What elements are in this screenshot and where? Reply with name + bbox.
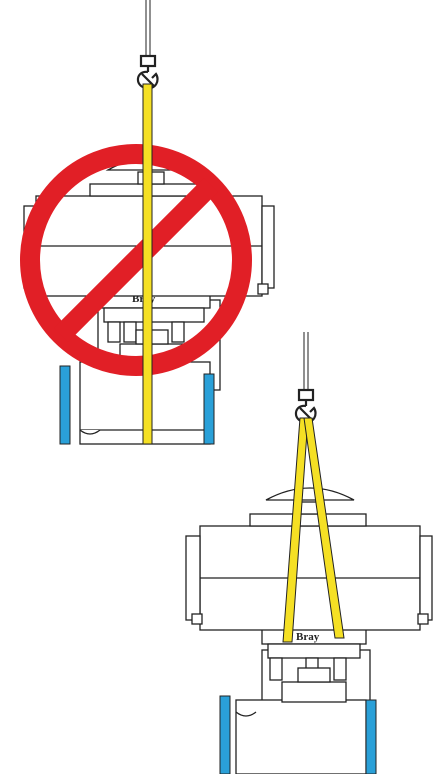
correct-lift-panel: Bray (185, 332, 433, 774)
crane-hook-icon (294, 388, 317, 424)
crane-hook-icon (136, 54, 159, 90)
right-flange (365, 699, 377, 774)
crane-cable (303, 332, 309, 390)
actuator (185, 487, 433, 631)
right-flange (203, 373, 215, 445)
left-flange (59, 365, 71, 445)
prohibition-sign-icon (20, 144, 252, 376)
lifting-sling-right (303, 417, 345, 639)
incorrect-lift-panel: Bray (20, 0, 275, 445)
lifting-sling (142, 83, 153, 445)
brand-label: Bray (296, 631, 320, 643)
left-flange (219, 695, 231, 774)
crane-cable (145, 0, 151, 56)
